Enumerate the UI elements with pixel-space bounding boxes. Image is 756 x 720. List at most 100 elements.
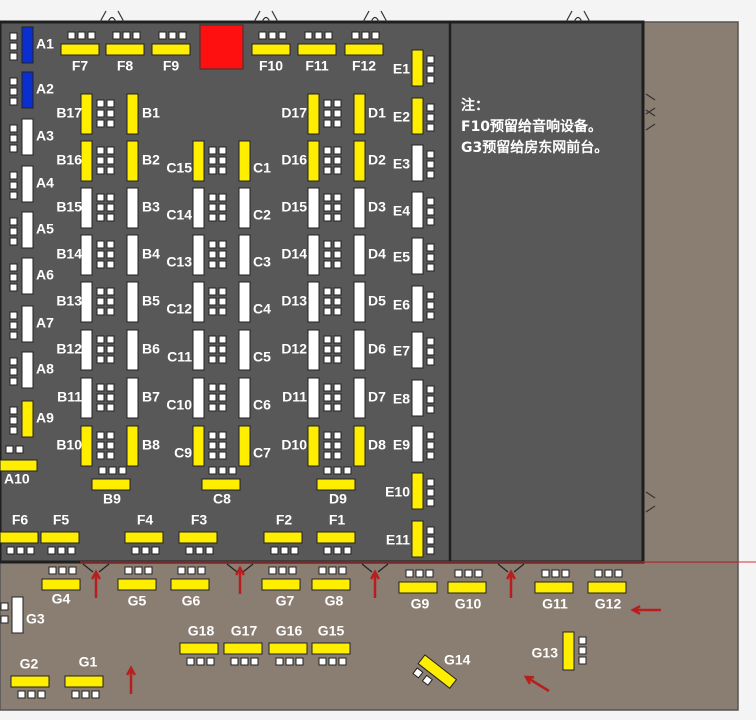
chair: [131, 546, 140, 555]
booth-d9: [316, 478, 356, 491]
chair: [323, 109, 332, 118]
chair: [268, 566, 277, 575]
chair: [323, 345, 332, 354]
chair: [96, 393, 105, 402]
chair: [9, 227, 18, 236]
chair: [208, 307, 217, 316]
booth-label-f5: F5: [53, 512, 70, 528]
chair: [106, 393, 115, 402]
chair: [106, 345, 115, 354]
booth-f1: [316, 531, 356, 544]
chair: [426, 526, 435, 535]
chair: [351, 31, 360, 40]
chair: [185, 546, 194, 555]
booth-c11: [192, 329, 205, 371]
booth-label-g3: G3: [26, 611, 45, 627]
chair: [218, 345, 227, 354]
chair: [96, 156, 105, 165]
chair: [106, 335, 115, 344]
entrance-arrow-icon: [506, 569, 516, 598]
chair: [218, 466, 227, 475]
chair: [323, 441, 332, 450]
booth-label-b3: B3: [142, 199, 160, 215]
booth-label-g6: G6: [182, 593, 201, 609]
booth-e11: [411, 520, 424, 558]
booth-label-g18: G18: [188, 623, 215, 639]
chair: [333, 546, 342, 555]
chair: [208, 156, 217, 165]
booth-d6: [353, 329, 366, 371]
chair: [96, 250, 105, 259]
booth-d10: [307, 425, 320, 467]
booth-b3: [126, 187, 139, 229]
chair: [604, 569, 613, 578]
chair: [57, 546, 66, 555]
booth-label-f8: F8: [117, 58, 134, 74]
chair: [323, 383, 332, 392]
booth-e1: [411, 49, 424, 87]
booth-a1: [21, 26, 34, 64]
chair: [9, 134, 18, 143]
chair: [208, 287, 217, 296]
booth-label-c9: C9: [174, 445, 192, 461]
chair: [96, 240, 105, 249]
chair: [106, 383, 115, 392]
chair: [426, 347, 435, 356]
chair: [151, 546, 160, 555]
chair: [9, 191, 18, 200]
chair: [106, 355, 115, 364]
chair: [323, 307, 332, 316]
arrow-head: [126, 665, 136, 676]
chair: [426, 488, 435, 497]
booth-e4: [411, 191, 424, 229]
booth-label-g5: G5: [128, 593, 147, 609]
chair: [270, 546, 279, 555]
booth-g14: [417, 654, 458, 689]
chair: [338, 657, 347, 666]
chair: [122, 31, 131, 40]
chair: [208, 240, 217, 249]
booth-f10: [251, 43, 291, 56]
wall-fixture-icon: [99, 10, 125, 23]
chair: [208, 355, 217, 364]
chair: [144, 566, 153, 575]
booth-label-c1: C1: [253, 160, 271, 176]
chair: [333, 345, 342, 354]
booth-label-g7: G7: [276, 593, 295, 609]
chair: [208, 146, 217, 155]
chair: [426, 311, 435, 320]
booth-label-g17: G17: [231, 623, 258, 639]
booth-label-c5: C5: [253, 349, 271, 365]
note-title: 注：: [461, 98, 489, 114]
chair: [333, 260, 342, 269]
chair: [323, 466, 332, 475]
booth-f4: [124, 531, 164, 544]
booth-label-e2: E2: [393, 109, 410, 125]
chair: [240, 657, 249, 666]
chair: [343, 466, 352, 475]
chair: [9, 311, 18, 320]
chair: [426, 498, 435, 507]
booth-d7: [353, 377, 366, 419]
chair: [96, 99, 105, 108]
booth-label-d8: D8: [368, 437, 386, 453]
booth-e10: [411, 472, 424, 510]
booth-f8: [105, 43, 145, 56]
chair: [333, 146, 342, 155]
chair: [474, 569, 483, 578]
booth-b4: [126, 234, 139, 276]
chair: [6, 546, 15, 555]
booth-label-f9: F9: [163, 58, 180, 74]
wall-fixture-icon: [645, 491, 656, 513]
booth-c12: [192, 281, 205, 323]
chair: [106, 166, 115, 175]
booth-b11: [80, 377, 93, 419]
chair: [96, 307, 105, 316]
chair: [186, 657, 195, 666]
chair: [333, 335, 342, 344]
chair: [9, 32, 18, 41]
chair: [278, 31, 287, 40]
booth-label-g15: G15: [318, 623, 345, 639]
booth-label-b10: B10: [56, 437, 82, 453]
chair: [426, 536, 435, 545]
